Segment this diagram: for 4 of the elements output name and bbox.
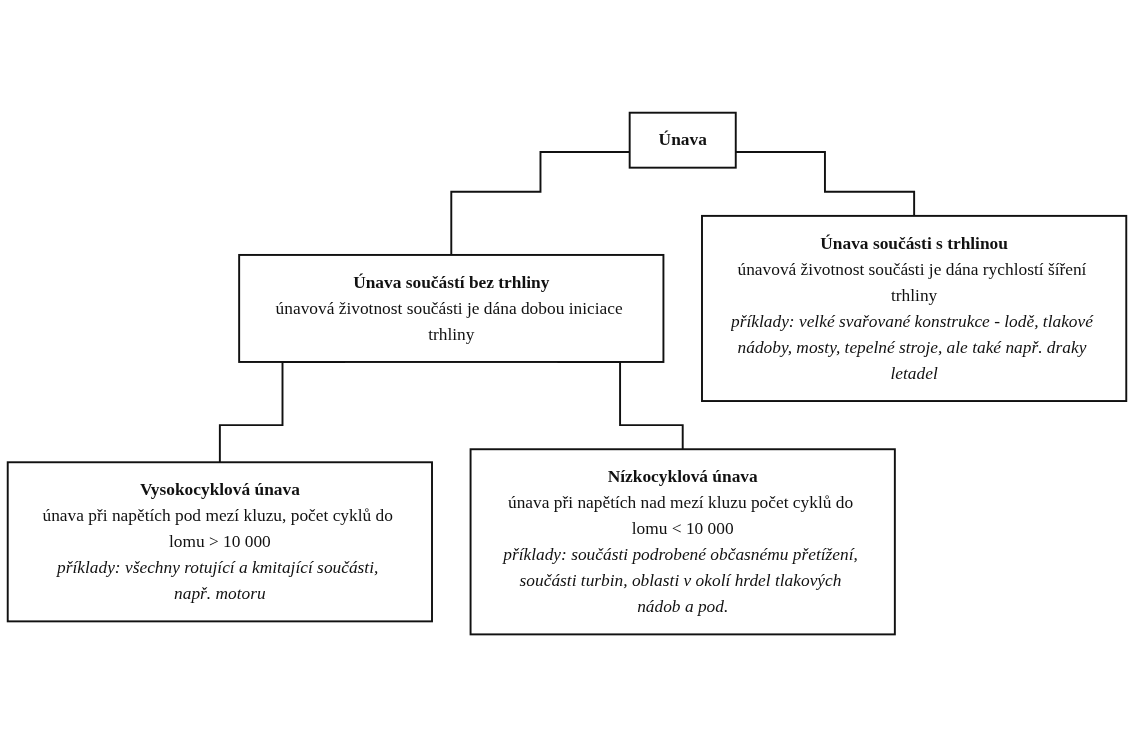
node-box: Únava součástí bez trhliny únavová životnost součásti je dána dobou iniciace trhliny — [238, 253, 665, 363]
node-box: Vysokocyklová únava únava při napětích pod mezí kluzu, počet cyklů do lomu > 10 000 příklady: všechny rotující a kmitající součásti, např. motoru — [6, 461, 433, 623]
node-box: Nízkocyklová únava únava při napětích nad mezí kluzu počet cyklů do lomu < 10 000 příklady: součásti podrobené občasnému přetížení, součásti turbin, oblasti v okolí hrdel tlakových nádob a pod. — [469, 448, 896, 636]
node-box: Únava — [628, 111, 737, 169]
